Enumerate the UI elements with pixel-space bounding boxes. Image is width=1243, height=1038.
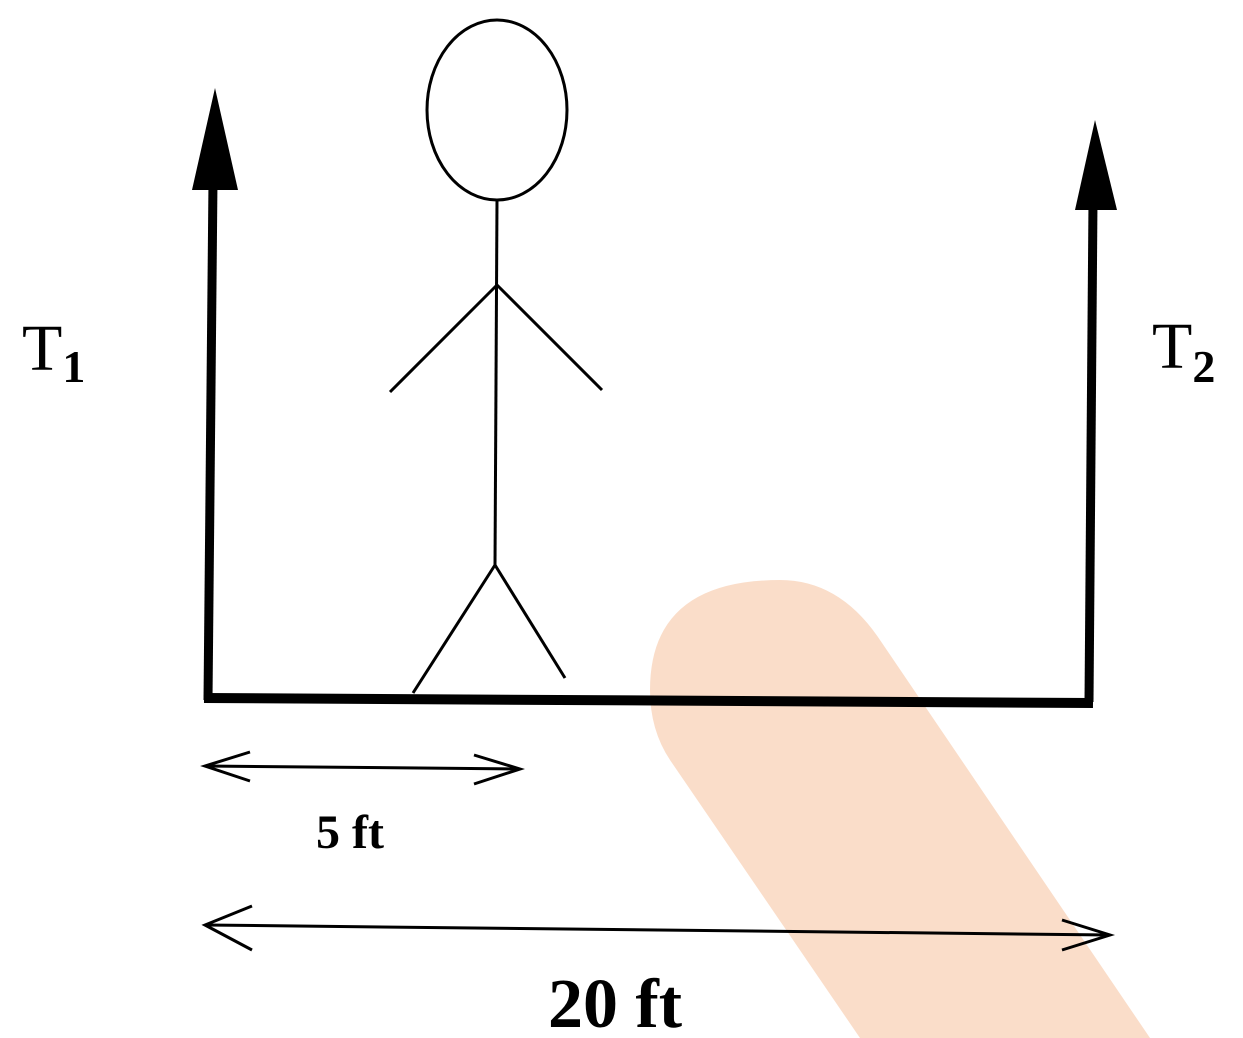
tension-right-label: T2 bbox=[1152, 310, 1215, 392]
person-right-arm bbox=[495, 283, 604, 392]
highlight-stripe bbox=[650, 580, 1150, 1038]
person-left-leg bbox=[411, 564, 497, 694]
tension-arrow-left bbox=[192, 88, 238, 701]
person-head bbox=[425, 18, 569, 202]
total-length-label: 20 ft bbox=[548, 966, 682, 1038]
dimension-arrow-20ft bbox=[201, 904, 1116, 952]
person-left-arm bbox=[388, 283, 499, 394]
distance-to-person-label: 5 ft bbox=[316, 806, 384, 859]
person-neck-body bbox=[493, 199, 499, 566]
scaffold-plank bbox=[203, 693, 1094, 708]
dimension-arrow-5ft bbox=[200, 750, 525, 786]
tension-arrow-right bbox=[1075, 120, 1117, 703]
tension-left-label: T1 bbox=[22, 312, 85, 392]
person-right-leg bbox=[493, 564, 567, 679]
person-figure bbox=[388, 18, 604, 694]
